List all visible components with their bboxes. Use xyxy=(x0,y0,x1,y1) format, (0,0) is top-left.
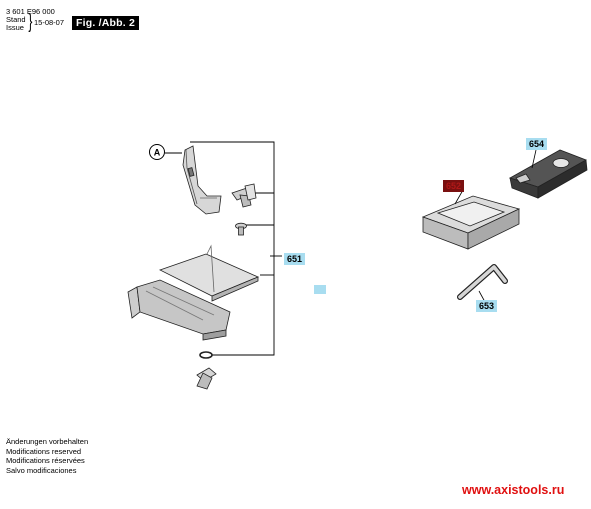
notice-french: Modifications réservées xyxy=(6,456,85,465)
part-654-cover xyxy=(509,149,588,199)
washer xyxy=(199,351,213,359)
notice-german: Änderungen vorbehalten xyxy=(6,437,89,446)
figure-label: Fig. /Abb. 2 xyxy=(72,16,139,30)
brace-symbol: } xyxy=(28,11,33,33)
svg-text:A: A xyxy=(154,148,161,158)
mounting-bracket xyxy=(182,145,222,215)
modification-notice: Änderungen vorbehalten Modifications res… xyxy=(6,437,88,475)
highlight-marker xyxy=(314,285,326,294)
clamp-screw xyxy=(231,183,257,208)
part-number-652: 652 xyxy=(443,180,465,192)
base-plate-assembly xyxy=(127,244,260,341)
stand-label: Stand xyxy=(6,15,26,24)
wing-nut xyxy=(196,367,217,390)
notice-english: Modifications reserved xyxy=(6,446,82,456)
part-653-hex-key xyxy=(457,264,508,300)
document-number: 3 601 E96 000 xyxy=(6,7,55,16)
website-watermark: www.axistools.ru xyxy=(462,483,565,497)
part-652-insert xyxy=(421,195,521,250)
issue-date: 15-08-07 xyxy=(34,18,65,27)
callout-a: A xyxy=(149,144,165,160)
part-number-653: 653 xyxy=(476,300,498,312)
notice-spanish: Salvo modificaciones xyxy=(6,465,77,475)
part-number-654: 654 xyxy=(526,138,548,150)
issue-label: Issue xyxy=(6,23,24,32)
part-number-651: 651 xyxy=(284,253,306,265)
small-screw xyxy=(235,222,247,236)
